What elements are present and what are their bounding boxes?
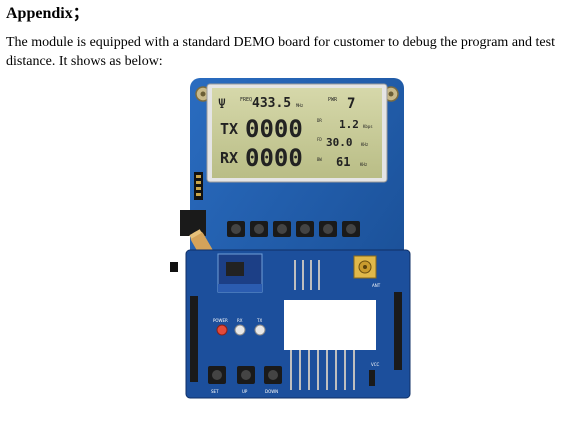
set-button-label: SET xyxy=(211,389,219,394)
lcd-fd-unit: KHz xyxy=(361,142,369,147)
left-connector-strip xyxy=(190,296,198,382)
lcd-dr-unit: Kbps xyxy=(363,124,373,129)
lcd-tx-label: TX xyxy=(220,120,238,138)
lcd-key-button[interactable] xyxy=(296,221,314,237)
lcd-rx-label: RX xyxy=(220,149,238,167)
up-button[interactable] xyxy=(237,366,255,384)
lcd-rx-value: 0000 xyxy=(245,144,303,172)
down-button-label: DOWN xyxy=(265,389,278,394)
lcd-freq-unit: MHz xyxy=(296,103,304,108)
tx-led-label: TX xyxy=(256,318,262,323)
antenna-icon: Ψ xyxy=(218,97,226,112)
lcd-bw-label: BW xyxy=(317,157,322,162)
lcd-freq-value: 433.5 xyxy=(252,96,291,111)
lcd-dr-value: 1.2 xyxy=(339,118,359,131)
rx-led xyxy=(234,324,246,336)
demo-board-photo: Ψ FREQ 433.5 MHz PWR 7 TX 0000 RX 0000 D… xyxy=(170,78,411,399)
tx-led xyxy=(254,324,266,336)
down-button[interactable] xyxy=(264,366,282,384)
lcd-dr-label: DR xyxy=(317,118,322,123)
lcd-bw-unit: KHz xyxy=(360,162,368,167)
intro-paragraph: The module is equipped with a standard D… xyxy=(6,35,555,69)
power-led-label: POWER xyxy=(213,318,228,323)
lcd-freq-label: FREQ xyxy=(240,97,252,103)
set-button[interactable] xyxy=(208,366,226,384)
lcd-screen xyxy=(212,88,382,178)
appendix-heading: Appendix； xyxy=(6,5,89,22)
right-connector-strip xyxy=(394,292,402,370)
ant-label: ANT xyxy=(372,283,381,288)
lcd-bw-value: 61 xyxy=(336,155,350,169)
lcd-tx-value: 0000 xyxy=(245,115,303,143)
lcd-pwr-label: PWR xyxy=(328,97,338,103)
lcd-key-button[interactable] xyxy=(250,221,268,237)
bottom-pin-header xyxy=(290,350,355,390)
power-led xyxy=(216,324,228,336)
vcc-label: VCC xyxy=(371,362,380,367)
dc-jack xyxy=(180,210,206,236)
lcd-fd-value: 30.0 xyxy=(326,136,353,149)
lcd-key-button[interactable] xyxy=(227,221,245,237)
lcd-key-button[interactable] xyxy=(273,221,291,237)
lcd-fd-label: FD xyxy=(317,137,322,142)
lcd-key-button[interactable] xyxy=(342,221,360,237)
lcd-pwr-value: 7 xyxy=(347,96,355,112)
rx-led-label: RX xyxy=(237,318,243,323)
top-pin-header xyxy=(294,260,320,290)
side-header xyxy=(194,172,203,200)
blank-area xyxy=(284,300,376,350)
lcd-key-button[interactable] xyxy=(319,221,337,237)
up-button-label: UP xyxy=(242,389,248,394)
